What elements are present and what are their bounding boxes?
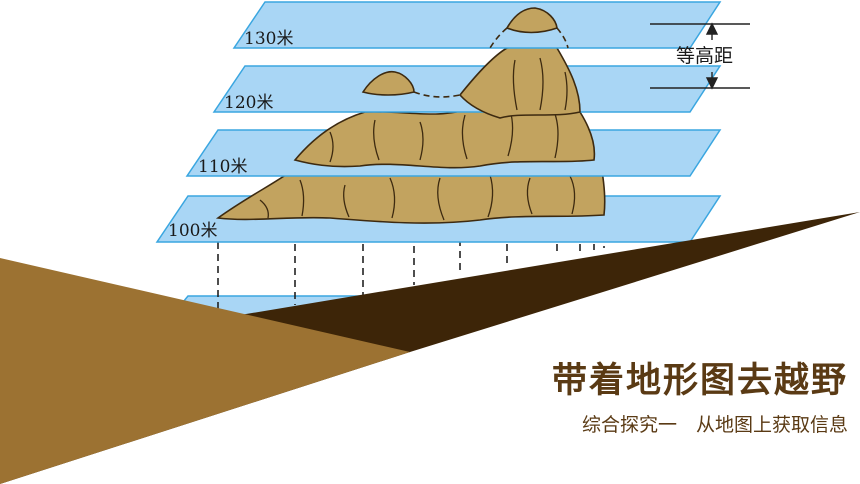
mountain-slice-100-ridges	[259, 174, 576, 221]
plane-label-110: 110米	[198, 157, 247, 177]
interval-label: 等高距	[676, 45, 733, 67]
mountain-slice-120	[458, 43, 581, 119]
interval-indicator	[650, 22, 750, 90]
mountain-slice-120-ridges	[512, 57, 568, 111]
mountain-peak-top	[505, 7, 558, 34]
gold-triangle	[0, 258, 410, 484]
page-title: 带着地形图去越野	[551, 361, 848, 401]
plane-label-130: 130米	[244, 29, 293, 49]
plane-label-100: 100米	[168, 221, 217, 241]
page-subtitle: 综合探究一 从地图上获取信息	[581, 414, 848, 436]
mountain-peak-small	[361, 70, 415, 96]
plane-130	[232, 1, 722, 49]
plane-label-120: 120米	[224, 93, 273, 113]
